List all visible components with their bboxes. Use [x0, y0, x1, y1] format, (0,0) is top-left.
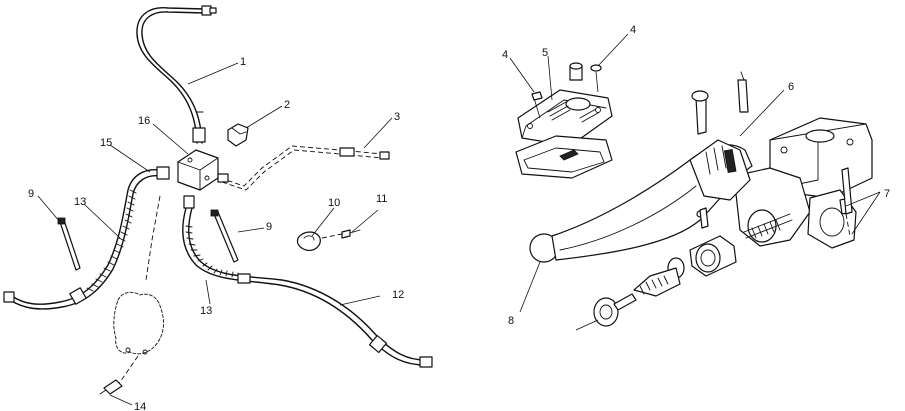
callout-13-left: 13: [74, 196, 86, 208]
pivot-pins: [691, 71, 749, 135]
reservoir-cover: [517, 89, 613, 147]
callout-4-right: 4: [630, 24, 636, 36]
brake-lever: [529, 139, 753, 263]
callout-16: 16: [138, 115, 150, 127]
front-brake-hose: [182, 195, 433, 368]
clamp-screws: [699, 167, 853, 237]
piston-assembly: [593, 213, 793, 327]
cable-tie-right: [210, 209, 239, 263]
screw-11: [321, 229, 361, 239]
upper-brake-hose: [136, 5, 217, 144]
callout-9-left: 9: [28, 188, 34, 200]
rear-brake-line: [217, 145, 390, 191]
callout-9-right: 9: [266, 221, 272, 233]
cable-tie-left: [57, 217, 81, 271]
cover-screws: [531, 62, 602, 119]
callout-11: 11: [376, 193, 387, 205]
callout-13-right: 13: [200, 305, 212, 317]
callout-labels: 1 2 3 16 15 9 13 9 10 11 12 13 14 4 5 4 …: [28, 24, 890, 411]
brake-line-assembly: [3, 5, 433, 395]
callout-8: 8: [508, 315, 514, 327]
callout-4-left: 4: [502, 49, 508, 61]
left-brake-hose: [3, 166, 170, 310]
callout-14: 14: [134, 401, 146, 411]
callout-15: 15: [100, 137, 112, 149]
callout-3: 3: [394, 111, 400, 123]
callout-5: 5: [542, 47, 548, 59]
callout-7: 7: [884, 188, 890, 200]
callout-10: 10: [328, 197, 340, 209]
callout-2: 2: [284, 99, 290, 111]
master-cylinder-body: [733, 117, 873, 249]
callout-12: 12: [392, 289, 404, 301]
bolt-14: [99, 355, 139, 395]
grommet: [296, 231, 321, 251]
leader-lines-left: [37, 62, 393, 406]
mounting-bracket: [113, 291, 164, 355]
leader-lines-right: [509, 33, 881, 331]
callout-6: 6: [788, 81, 794, 93]
hose-clip: [227, 123, 249, 147]
reservoir-diaphragm: [515, 135, 613, 179]
master-cylinder-assembly: [515, 62, 873, 327]
callout-1: 1: [240, 56, 246, 68]
distribution-block: [177, 149, 219, 191]
